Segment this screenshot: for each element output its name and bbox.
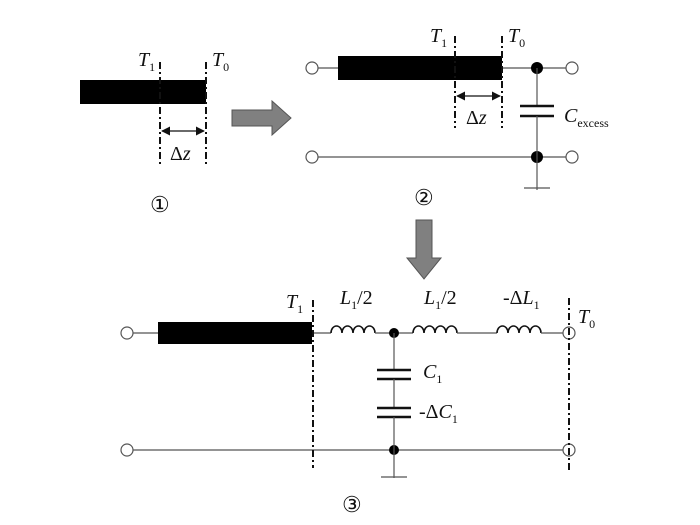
step3-inductor-l1-half-b: [412, 325, 458, 334]
step2-dz-label: Δz: [466, 107, 487, 129]
step1-group: T1 T0 Δz ①: [80, 49, 229, 217]
step3-l1-half-b-label: L1/2: [423, 287, 457, 312]
step2-port-top-right: [565, 61, 579, 75]
step1-number-label: ①: [150, 192, 170, 217]
step1-t0-label: T0: [212, 49, 229, 74]
step1-dz-label: Δz: [170, 143, 191, 165]
step3-number-label: ③: [342, 492, 362, 517]
step2-number-label: ②: [414, 185, 434, 210]
down-arrow-icon: [405, 219, 443, 280]
step2-port-top-left: [305, 61, 319, 75]
step2-c-excess-label: Cexcess: [564, 105, 609, 130]
step3-c1-label: C1: [423, 361, 442, 386]
step2-port-bottom-right: [565, 150, 579, 164]
step3-minus-delta-c1-label: -ΔC1: [419, 401, 458, 426]
step3-port-bottom-left: [120, 443, 134, 457]
step1-t1-label: T1: [138, 49, 155, 74]
step2-group: T1 T0 Δz Cexcess ②: [305, 25, 609, 210]
step2-port-bottom-left: [305, 150, 319, 164]
step3-minus-delta-l1-label: -ΔL1: [503, 287, 540, 312]
step3-port-top-left: [120, 326, 134, 340]
step3-t1-label: T1: [286, 291, 303, 316]
step2-t0-label: T0: [508, 25, 525, 50]
right-arrow-icon: [231, 99, 292, 137]
step3-transmission-line: [158, 322, 312, 344]
step3-inductor-l1-half-a: [330, 325, 376, 334]
step2-t1-label: T1: [430, 25, 447, 50]
step2-transmission-line: [338, 56, 502, 80]
step3-l1-half-a-label: L1/2: [339, 287, 373, 312]
step1-transmission-line: [80, 80, 206, 104]
step3-t0-label: T0: [578, 306, 595, 331]
step3-inductor-minus-delta-l1: [496, 325, 542, 334]
step3-group: T1 T0 L1/2 L1/2 -ΔL1 C1 -ΔC1 ③: [120, 287, 595, 517]
